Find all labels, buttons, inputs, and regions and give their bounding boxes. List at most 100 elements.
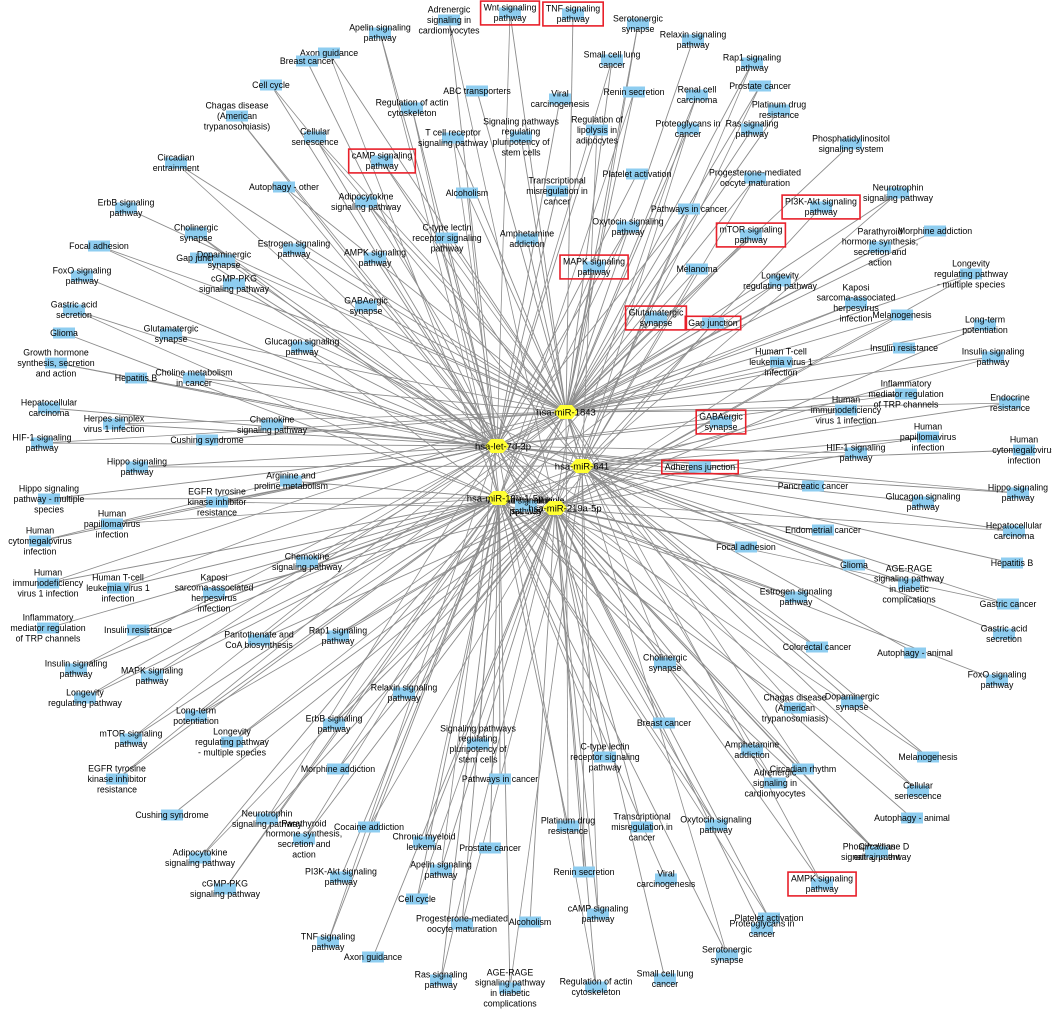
pathway-node[interactable]: Gap junction	[176, 252, 226, 264]
pathway-node[interactable]: Cushing syndrome	[135, 809, 209, 821]
pathway-node[interactable]: Circadian rhythm	[770, 763, 837, 775]
pathway-node[interactable]: Pathways in cancer	[651, 203, 727, 215]
pathway-node[interactable]: Alcoholism	[446, 187, 489, 199]
pathway-node[interactable]: Gap junction	[684, 315, 742, 331]
mirna-hub-node[interactable]: hsa-miR-19b-1-5p	[467, 491, 544, 505]
pathway-node[interactable]: Renin secretion	[553, 866, 615, 878]
pathway-node[interactable]: Gastric cancer	[980, 598, 1037, 610]
pathway-node[interactable]: Hepatitis B	[115, 372, 158, 384]
pathway-node[interactable]: Pathways in cancer	[462, 773, 538, 785]
pathway-node[interactable]: Autophagy - animal	[874, 812, 950, 824]
pathway-node[interactable]: Autophagy - other	[249, 181, 319, 193]
pathway-node[interactable]: Insulin resistance	[104, 624, 172, 636]
pathway-node[interactable]: ABC transporters	[443, 85, 511, 97]
pathway-node[interactable]: Glioma	[50, 327, 78, 339]
pathway-node[interactable]: Breast cancer	[280, 55, 334, 67]
pathway-node[interactable]: Morphine addiction	[301, 763, 375, 775]
pathway-node[interactable]: Focal adhesion	[69, 240, 129, 252]
pathway-node[interactable]: Cell cycle	[398, 893, 436, 905]
pathway-node[interactable]: Cocaine addiction	[334, 821, 404, 833]
pathway-node[interactable]: Melanogenesis	[898, 751, 958, 763]
pathway-node[interactable]: Morphine addiction	[898, 225, 972, 237]
pathway-node[interactable]: Melanoma	[676, 263, 718, 275]
pathway-node[interactable]: Platelet activation	[735, 912, 804, 924]
pathway-node[interactable]: Pancreatic cancer	[778, 480, 848, 492]
pathway-node[interactable]: Cushing syndrome	[170, 434, 244, 446]
pathway-node[interactable]: Glioma	[840, 559, 868, 571]
mirna-hub-node[interactable]: hsa-let-7d-3p	[475, 439, 531, 453]
